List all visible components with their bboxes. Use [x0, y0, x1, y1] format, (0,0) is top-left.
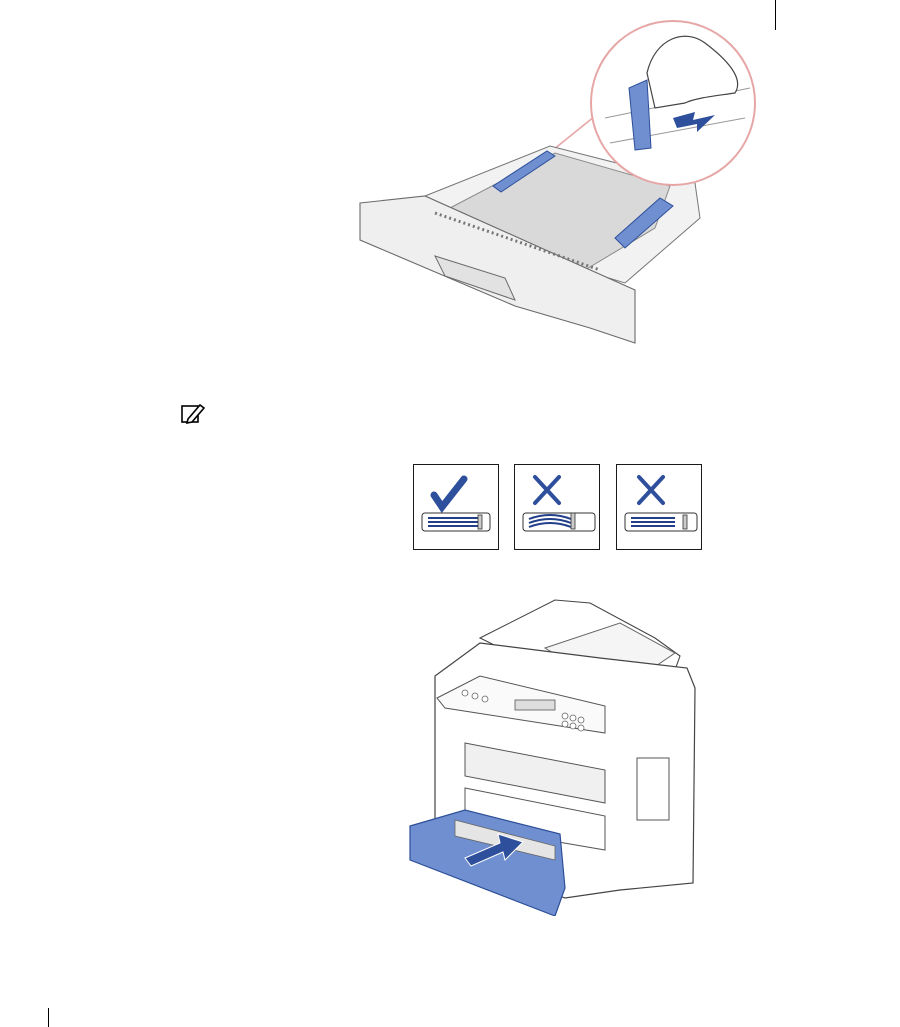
- printer-tray-insert-illustration: [405, 598, 705, 916]
- display-screen: [515, 700, 555, 710]
- paper-tray-guide-illustration: [355, 18, 760, 353]
- example-panel-bent: [514, 464, 600, 550]
- tray-guide-figure: [355, 18, 760, 353]
- check-icon: [434, 479, 464, 507]
- cross-icon: [535, 477, 559, 503]
- top-margin-rule: [775, 0, 776, 30]
- example-panel-correct: [413, 464, 499, 550]
- example-panel-loose: [616, 464, 702, 550]
- pencil-note-icon: [180, 402, 206, 426]
- page-margin-rule: [48, 1008, 49, 1027]
- side-vent: [637, 758, 669, 820]
- cross-icon: [639, 477, 663, 503]
- printer-insert-figure: [405, 598, 705, 916]
